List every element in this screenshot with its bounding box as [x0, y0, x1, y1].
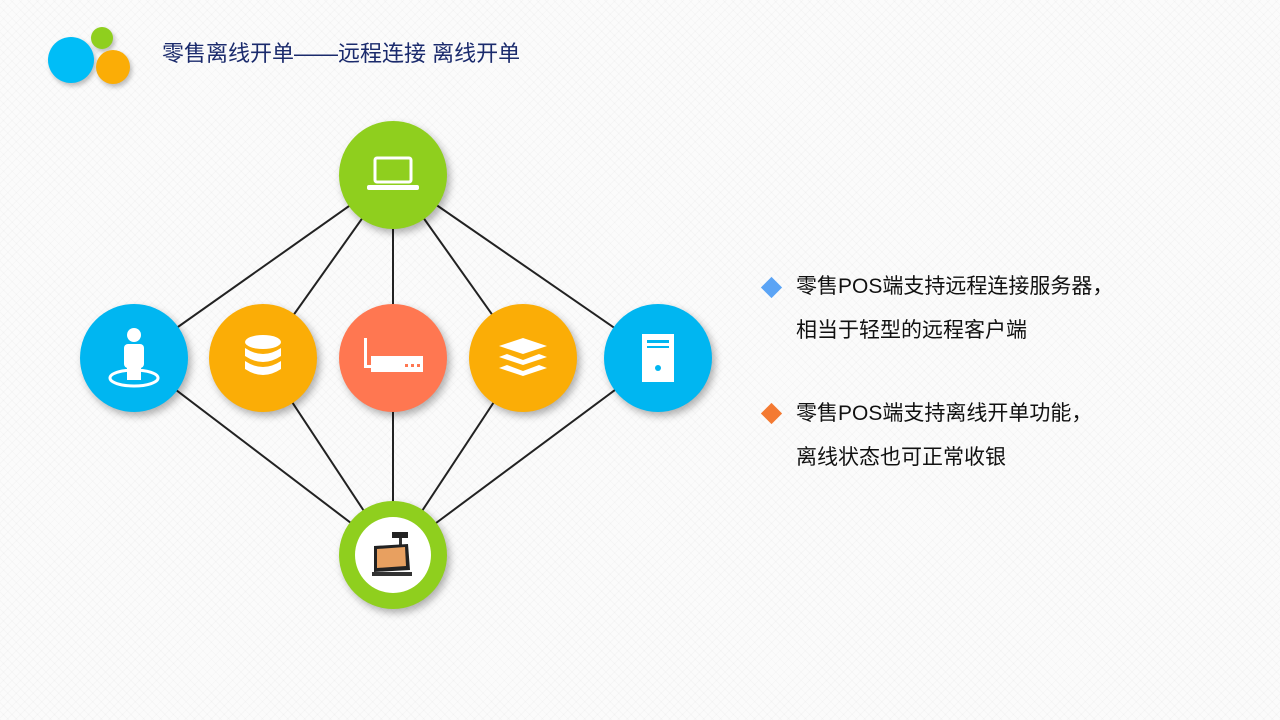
user-node [80, 304, 188, 412]
bullet-2-line-1: 零售POS端支持离线开单功能， [796, 402, 1093, 425]
layers-node [469, 304, 577, 412]
pos-node [339, 501, 447, 609]
user-location-icon [108, 328, 160, 388]
server-icon [642, 334, 674, 382]
router-icon [364, 338, 423, 372]
laptop-node [339, 121, 447, 229]
database-node [209, 304, 317, 412]
bullet-1-line-1: 零售POS端支持远程连接服务器， [796, 275, 1114, 298]
bullet-1-line-2: 相当于轻型的远程客户端 [796, 319, 1027, 342]
database-icon [245, 335, 281, 375]
laptop-icon [367, 156, 419, 190]
layers-icon [499, 338, 547, 376]
page-title: 零售离线开单——远程连接 离线开单 [162, 41, 521, 66]
bullet-2-line-2: 离线状态也可正常收银 [796, 446, 1006, 469]
router-node [339, 304, 447, 412]
pos-terminal-icon [372, 532, 412, 576]
server-node [604, 304, 712, 412]
